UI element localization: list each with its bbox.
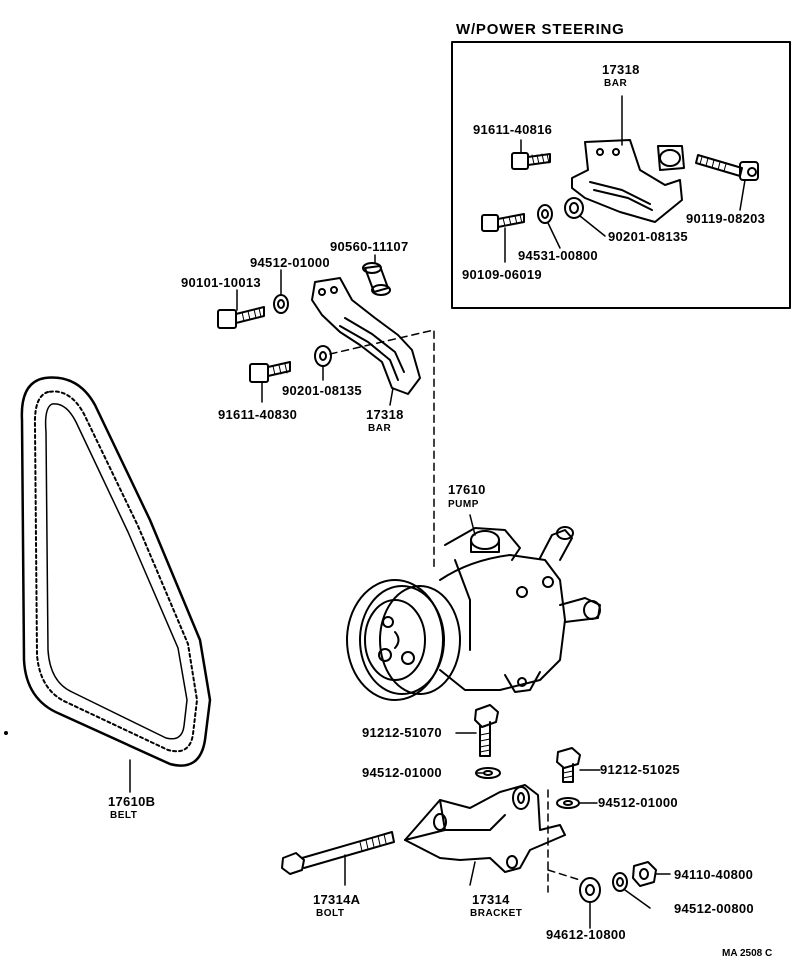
stray-mark bbox=[5, 732, 7, 734]
washer-low-drawing bbox=[580, 878, 600, 902]
belt-number: 17610B bbox=[108, 794, 156, 809]
bolt-pump-drawing bbox=[475, 705, 498, 756]
bracket-drawing bbox=[405, 785, 565, 872]
washer-mid-label: 90201-08135 bbox=[282, 383, 362, 398]
washer-low-label: 94612-10800 bbox=[546, 927, 626, 942]
footer-code: MA 2508 C bbox=[722, 948, 773, 959]
long-bolt-name: BOLT bbox=[316, 908, 345, 919]
inset-bolt-b-leader bbox=[740, 180, 745, 210]
inset-title: W/POWER STEERING bbox=[456, 21, 625, 38]
belt-drawing bbox=[22, 378, 210, 766]
pump-drawing bbox=[347, 527, 600, 700]
inset-bolt-c-label: 90109-06019 bbox=[462, 267, 542, 282]
main-bar-leader bbox=[390, 388, 393, 405]
bracket-leader bbox=[470, 862, 475, 885]
bracket-name: BRACKET bbox=[470, 908, 523, 919]
pump-leader bbox=[470, 515, 475, 535]
belt-name: BELT bbox=[110, 810, 138, 821]
bolt-mid-label: 91611-40830 bbox=[218, 407, 298, 422]
bolt-top-drawing bbox=[218, 307, 264, 328]
bolt-right-drawing bbox=[557, 748, 580, 782]
inset-bolt-b-label: 90119-08203 bbox=[686, 211, 766, 226]
inset-bolt-a-drawing bbox=[512, 153, 550, 169]
washer-nut-drawing bbox=[613, 873, 627, 891]
dashed-guides bbox=[330, 330, 580, 892]
washer-top-label: 94512-01000 bbox=[250, 255, 330, 270]
washer-nut-leader bbox=[625, 890, 650, 908]
nut-label: 94110-40800 bbox=[674, 867, 754, 882]
inset-washer-a-label: 94531-00800 bbox=[518, 248, 598, 263]
washer-pump-label: 94512-01000 bbox=[362, 765, 442, 780]
inset-washer-b-drawing bbox=[565, 198, 583, 218]
inset-bolt-a-label: 91611-40816 bbox=[473, 122, 553, 137]
main-bar-number: 17318 bbox=[366, 407, 404, 422]
bolt-right-label: 91212-51025 bbox=[600, 762, 680, 777]
main-bar-drawing bbox=[312, 278, 420, 394]
long-bolt-number: 17314A bbox=[313, 892, 361, 907]
inset-washer-a-drawing bbox=[538, 205, 552, 223]
inset-bolt-c-drawing bbox=[482, 214, 524, 231]
washer-right-drawing bbox=[557, 798, 579, 808]
washer-mid-drawing bbox=[315, 346, 331, 366]
washer-top-drawing bbox=[274, 295, 288, 313]
collar-drawing bbox=[363, 263, 390, 295]
bolt-mid-drawing bbox=[250, 362, 290, 382]
inset-washer-a-leader bbox=[548, 223, 560, 248]
main-bar-name: BAR bbox=[368, 423, 392, 434]
inset-bar-drawing bbox=[572, 140, 684, 222]
inset-bar-name: BAR bbox=[604, 78, 628, 89]
bolt-pump-label: 91212-51070 bbox=[362, 725, 442, 740]
nut-drawing bbox=[633, 862, 656, 886]
pump-number: 17610 bbox=[448, 482, 486, 497]
long-bolt-drawing bbox=[282, 832, 394, 874]
inset-bolt-b-drawing bbox=[696, 155, 758, 180]
inset-bar-number: 17318 bbox=[602, 62, 640, 77]
inset-washer-b-label: 90201-08135 bbox=[608, 229, 688, 244]
bracket-number: 17314 bbox=[472, 892, 510, 907]
inset-washer-b-leader bbox=[580, 216, 605, 236]
washer-right-label: 94512-01000 bbox=[598, 795, 678, 810]
collar-label: 90560-11107 bbox=[330, 239, 409, 254]
washer-nut-label: 94512-00800 bbox=[674, 901, 754, 916]
bolt-top-label: 90101-10013 bbox=[181, 275, 261, 290]
inset-frame bbox=[452, 42, 790, 308]
pump-name: PUMP bbox=[448, 499, 479, 510]
